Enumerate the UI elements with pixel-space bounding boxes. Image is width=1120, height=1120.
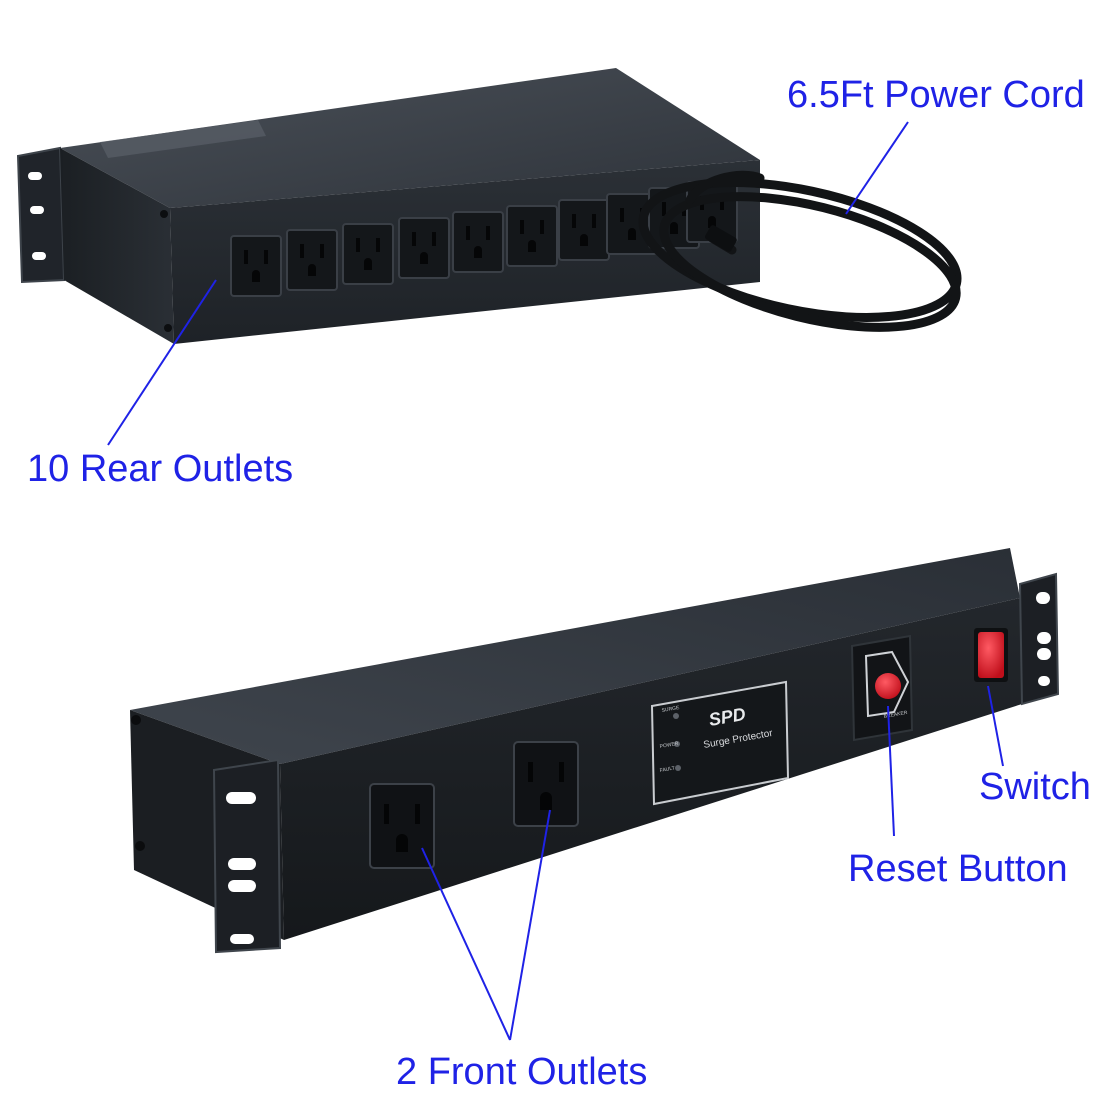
callout-line-rear-outlets — [107, 279, 217, 446]
callout-line-power-cord — [845, 121, 909, 215]
callout-line-front-b — [509, 809, 551, 1041]
rear-pdu-unit — [16, 68, 962, 344]
callout-lines — [107, 121, 1004, 1041]
switch-label: Switch — [979, 766, 1091, 808]
indicator-surge: SURGE — [661, 705, 680, 714]
callout-line-front-a — [421, 847, 511, 1041]
front-pdu-unit — [130, 548, 1060, 954]
breaker-label: BREAKER — [883, 710, 908, 720]
rear-outlets-label: 10 Rear Outlets — [27, 448, 294, 490]
callout-line-switch — [987, 685, 1004, 767]
reset-button-label: Reset Button — [848, 848, 1068, 890]
callout-line-reset — [887, 705, 895, 837]
front-outlets-label: 2 Front Outlets — [396, 1051, 648, 1093]
power-cord-label: 6.5Ft Power Cord — [787, 74, 1085, 116]
front-outlet — [513, 741, 579, 827]
indicator-fault: FAULT — [659, 765, 675, 774]
indicator-power: POWER — [659, 741, 679, 750]
